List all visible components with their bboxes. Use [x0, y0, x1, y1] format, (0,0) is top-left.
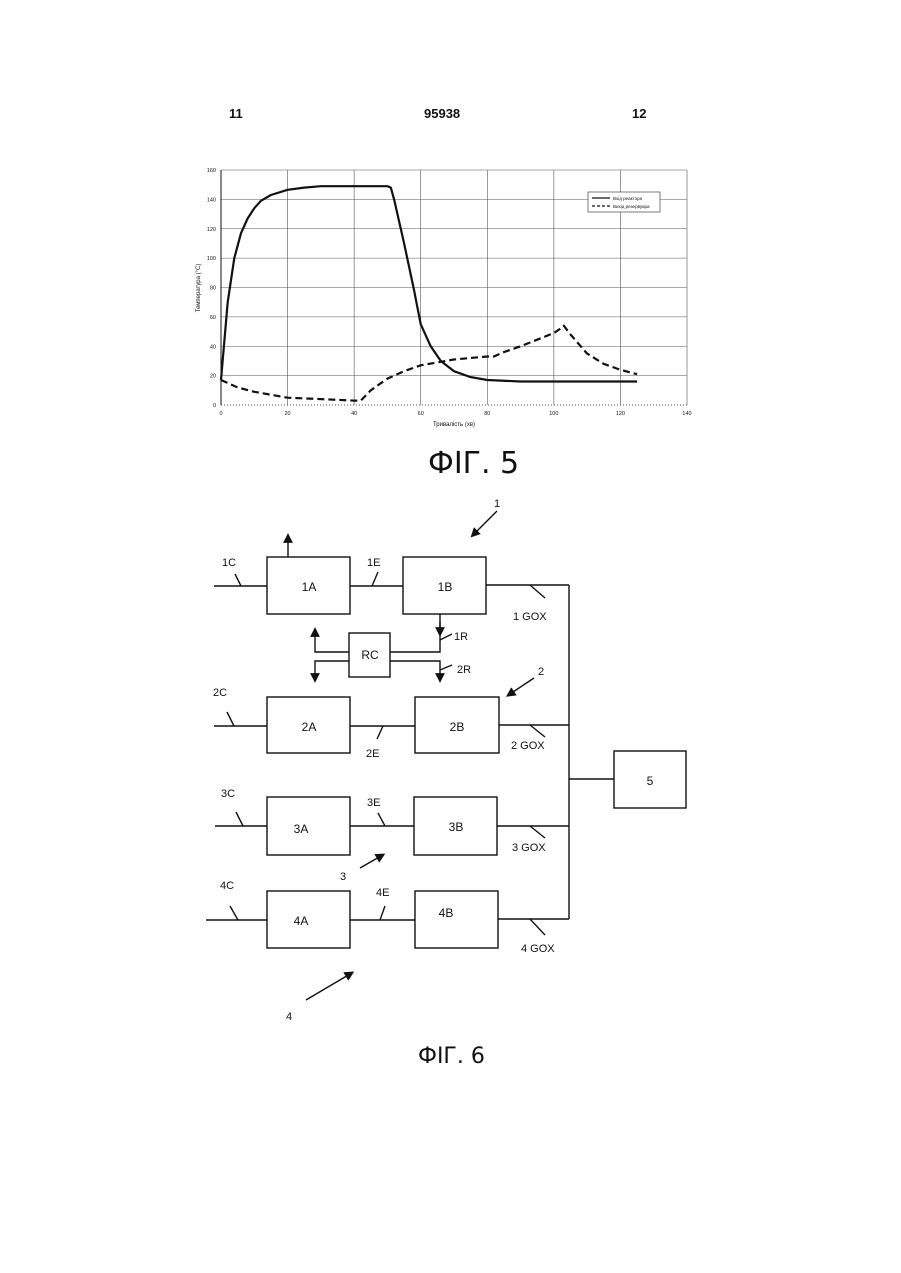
block-4a-label: 4A [294, 914, 309, 928]
block-2a-label: 2A [302, 720, 317, 734]
block-rc-label: RC [361, 648, 379, 662]
block-5-label: 5 [647, 774, 654, 788]
rc-to-2a [315, 661, 349, 678]
ref-arrow-1 [474, 511, 497, 534]
label-4gox: 4 GOX [521, 943, 555, 955]
label-3c: 3C [221, 788, 235, 800]
ref-number-4: 4 [286, 1011, 292, 1023]
leader-3gox [530, 826, 545, 838]
label-2gox: 2 GOX [511, 740, 545, 752]
label-4c: 4C [220, 880, 234, 892]
block-1a-label: 1A [302, 580, 317, 594]
block-1b-label: 1B [438, 580, 453, 594]
leader-1r [440, 634, 452, 640]
block-2b-label: 2B [450, 720, 465, 734]
label-3gox: 3 GOX [512, 842, 546, 854]
leader-2gox [530, 725, 545, 737]
block-3b-label: 3B [449, 820, 464, 834]
leader-2c [227, 712, 234, 726]
1b-to-rc [390, 614, 440, 652]
label-2r: 2R [457, 664, 471, 676]
ref-arrow-2 [510, 678, 534, 694]
label-1c: 1C [222, 557, 236, 569]
rc-to-1a [315, 632, 349, 652]
leader-2r [440, 665, 452, 670]
block-3a [267, 797, 350, 855]
label-1r: 1R [454, 631, 468, 643]
leader-4gox [530, 919, 545, 935]
label-4e: 4E [376, 887, 389, 899]
label-2e: 2E [366, 748, 379, 760]
ref-number-3: 3 [340, 871, 346, 883]
leader-3c [236, 812, 243, 826]
leader-4e [380, 906, 385, 920]
leader-1gox [530, 585, 545, 598]
leader-2e [377, 726, 383, 739]
label-3e: 3E [367, 797, 380, 809]
ref-number-1: 1 [494, 498, 500, 510]
leader-4c [230, 906, 238, 920]
leader-1e [372, 572, 378, 586]
label-2c: 2C [213, 687, 227, 699]
ref-arrow-4 [306, 974, 350, 1000]
leader-1c [235, 574, 241, 586]
label-1e: 1E [367, 557, 380, 569]
ref-number-2: 2 [538, 666, 544, 678]
block-4b [415, 891, 498, 948]
2b-to-rc [390, 661, 440, 678]
ref-arrow-3 [360, 856, 381, 868]
label-1gox: 1 GOX [513, 611, 547, 623]
block-4a [267, 891, 350, 948]
block-3a-label: 3A [294, 822, 309, 836]
block-4b-label: 4B [439, 906, 454, 920]
leader-3e [378, 813, 385, 826]
fig6-caption: ФІГ. 6 [418, 1044, 485, 1069]
